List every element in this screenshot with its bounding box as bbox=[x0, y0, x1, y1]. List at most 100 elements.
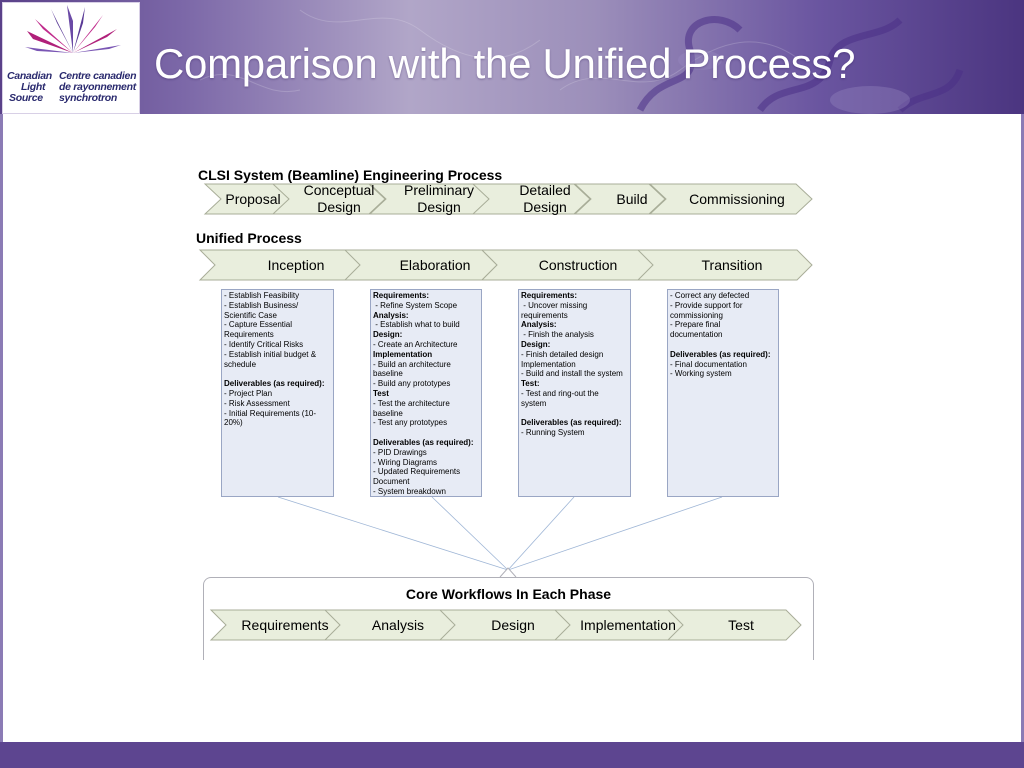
logo-text-french: Centre canadien de rayonnement synchrotr… bbox=[59, 70, 137, 104]
phase-detail-line: - Create an Architecture bbox=[373, 339, 458, 349]
unified-process-label: Unified Process bbox=[196, 230, 302, 246]
protein-ribbon-graphic bbox=[636, 16, 964, 113]
unified-phase-label: Elaboration bbox=[399, 256, 471, 273]
phase-detail-line: Document bbox=[373, 477, 410, 487]
clsi-stage-label: Commissioning bbox=[689, 190, 785, 207]
phase-detail-line bbox=[224, 369, 331, 379]
phase-detail-line: Implementation bbox=[521, 359, 576, 369]
phase-detail-line: 20%) bbox=[224, 418, 243, 428]
phase-detail-line: - Wiring Diagrams bbox=[373, 457, 438, 467]
phase-detail-line bbox=[670, 340, 776, 350]
phase-detail-line: Test bbox=[373, 388, 389, 398]
phase-detail-line: schedule bbox=[224, 359, 257, 369]
phase-detail-line: Requirements: bbox=[521, 291, 578, 300]
phase-detail-line: - Establish Feasibility bbox=[224, 291, 300, 300]
core-workflow-label: Test bbox=[728, 616, 754, 633]
phase-detail-line: - Prepare final bbox=[670, 320, 721, 330]
logo-text-english: Canadian Light Source bbox=[7, 71, 52, 104]
connector-line bbox=[431, 496, 509, 571]
logo-line: Source bbox=[9, 92, 43, 104]
phase-detail-line: Design: bbox=[521, 339, 551, 349]
phase-detail-line: - Capture Essential bbox=[224, 320, 293, 330]
logo-line: Centre canadien bbox=[59, 70, 137, 82]
phase-detail-line: - Test and ring-out the bbox=[521, 388, 599, 398]
connector-line bbox=[507, 496, 575, 571]
clsi-stage-chevron bbox=[271, 183, 386, 215]
phase-detail-line: - Final documentation bbox=[670, 359, 747, 369]
logo-line: synchrotron bbox=[59, 92, 117, 104]
phase-detail-line: Requirements bbox=[224, 330, 274, 340]
frame-right-border bbox=[1021, 114, 1024, 742]
cls-logo: Canadian Light Source Centre canadien de… bbox=[2, 2, 140, 114]
clsi-stage-chevron bbox=[471, 183, 591, 215]
core-workflow-label: Requirements bbox=[241, 616, 329, 633]
core-workflow-label: Implementation bbox=[580, 616, 676, 633]
phase-detail-line: - Project Plan bbox=[224, 388, 273, 398]
connector-line bbox=[277, 496, 509, 571]
phase-detail-line: - Working system bbox=[670, 369, 732, 379]
phase-detail-line: - Initial Requirements (10- bbox=[224, 408, 317, 418]
clsi-stage-chevron bbox=[573, 183, 666, 215]
phase-detail-line: - Finish the analysis bbox=[521, 330, 594, 340]
core-workflow-chevron bbox=[666, 609, 802, 641]
unified-phase-label: Transition bbox=[701, 256, 763, 273]
connector-line bbox=[507, 496, 723, 571]
phase-detail-line: - Establish initial budget & bbox=[224, 349, 317, 359]
header-texture bbox=[199, 9, 964, 114]
phase-detail-line: Scientific Case bbox=[224, 310, 277, 320]
phase-detail-line: - Build an architecture bbox=[373, 359, 451, 369]
unified-phase-label: Construction bbox=[538, 256, 618, 273]
logo-line: Light bbox=[21, 81, 46, 93]
core-workflows-title: Core Workflows In Each Phase bbox=[405, 586, 612, 602]
phase-detail-line: system bbox=[521, 398, 547, 408]
phase-detail-line: Test: bbox=[521, 379, 540, 389]
core-panel-callout-tip bbox=[499, 567, 517, 578]
phase-detail-line: - Test any prototypes bbox=[373, 418, 448, 428]
clsi-stage-label: Preliminary Design bbox=[403, 182, 474, 215]
phase-detail-line: requirements bbox=[521, 310, 568, 320]
phase-detail-line: baseline bbox=[373, 369, 403, 379]
phase-detail-line: - System breakdown bbox=[373, 486, 446, 496]
phase-detail-line: baseline bbox=[373, 408, 403, 418]
phase-detail-line: Requirements: bbox=[373, 291, 430, 300]
phase-detail-line: Deliverables (as required): bbox=[521, 418, 622, 428]
clsi-process-label: CLSI System (Beamline) Engineering Proce… bbox=[198, 167, 503, 183]
clsi-stage-label: Detailed Design bbox=[519, 182, 571, 215]
phase-detail-box: - Correct any defected- Provide support … bbox=[667, 289, 779, 497]
phase-detail-line: - Build and install the system bbox=[521, 369, 623, 379]
phase-detail-line: - Establish Business/ bbox=[224, 300, 299, 310]
phase-detail-line: documentation bbox=[670, 330, 723, 340]
phase-detail-line: Analysis: bbox=[373, 310, 409, 320]
phase-detail-line: - Running System bbox=[521, 428, 585, 438]
frame-left-border bbox=[0, 114, 3, 742]
phase-detail-line: - Refine System Scope bbox=[373, 300, 458, 310]
phase-detail-line: - Finish detailed design bbox=[521, 349, 604, 359]
clsi-stage-label: Proposal bbox=[225, 190, 281, 207]
phase-detail-line: - Uncover missing bbox=[521, 300, 588, 310]
phase-detail-line bbox=[373, 428, 479, 438]
unified-phase-chevron bbox=[636, 249, 813, 281]
logo-line: Canadian bbox=[7, 70, 52, 82]
cls-logo-burst-icon bbox=[25, 5, 121, 53]
phase-detail-box: - Establish Feasibility- Establish Busin… bbox=[221, 289, 334, 497]
page-title: Comparison with the Unified Process? bbox=[154, 40, 856, 87]
phase-detail-line: Design: bbox=[373, 330, 403, 340]
phase-detail-line: - Test the architecture bbox=[373, 398, 450, 408]
clsi-stage-label: Conceptual Design bbox=[303, 182, 375, 215]
phase-detail-line: - Updated Requirements bbox=[373, 467, 461, 477]
phase-detail-line: Deliverables (as required): bbox=[224, 379, 325, 389]
header-banner: Canadian Light Source Centre canadien de… bbox=[0, 0, 1024, 114]
footer-bar bbox=[0, 742, 1024, 768]
phase-detail-line: Deliverables (as required): bbox=[373, 437, 474, 447]
phase-detail-line: Analysis: bbox=[521, 320, 557, 330]
phase-detail-line: - Establish what to build bbox=[373, 320, 460, 330]
phase-detail-line: Implementation bbox=[373, 349, 433, 359]
phase-detail-line: - Build any prototypes bbox=[373, 379, 451, 389]
phase-detail-line: - Identify Critical Risks bbox=[224, 339, 304, 349]
core-workflow-label: Design bbox=[491, 616, 535, 633]
phase-detail-line: - Correct any defected bbox=[670, 291, 750, 300]
clsi-stage-label: Build bbox=[616, 190, 648, 207]
